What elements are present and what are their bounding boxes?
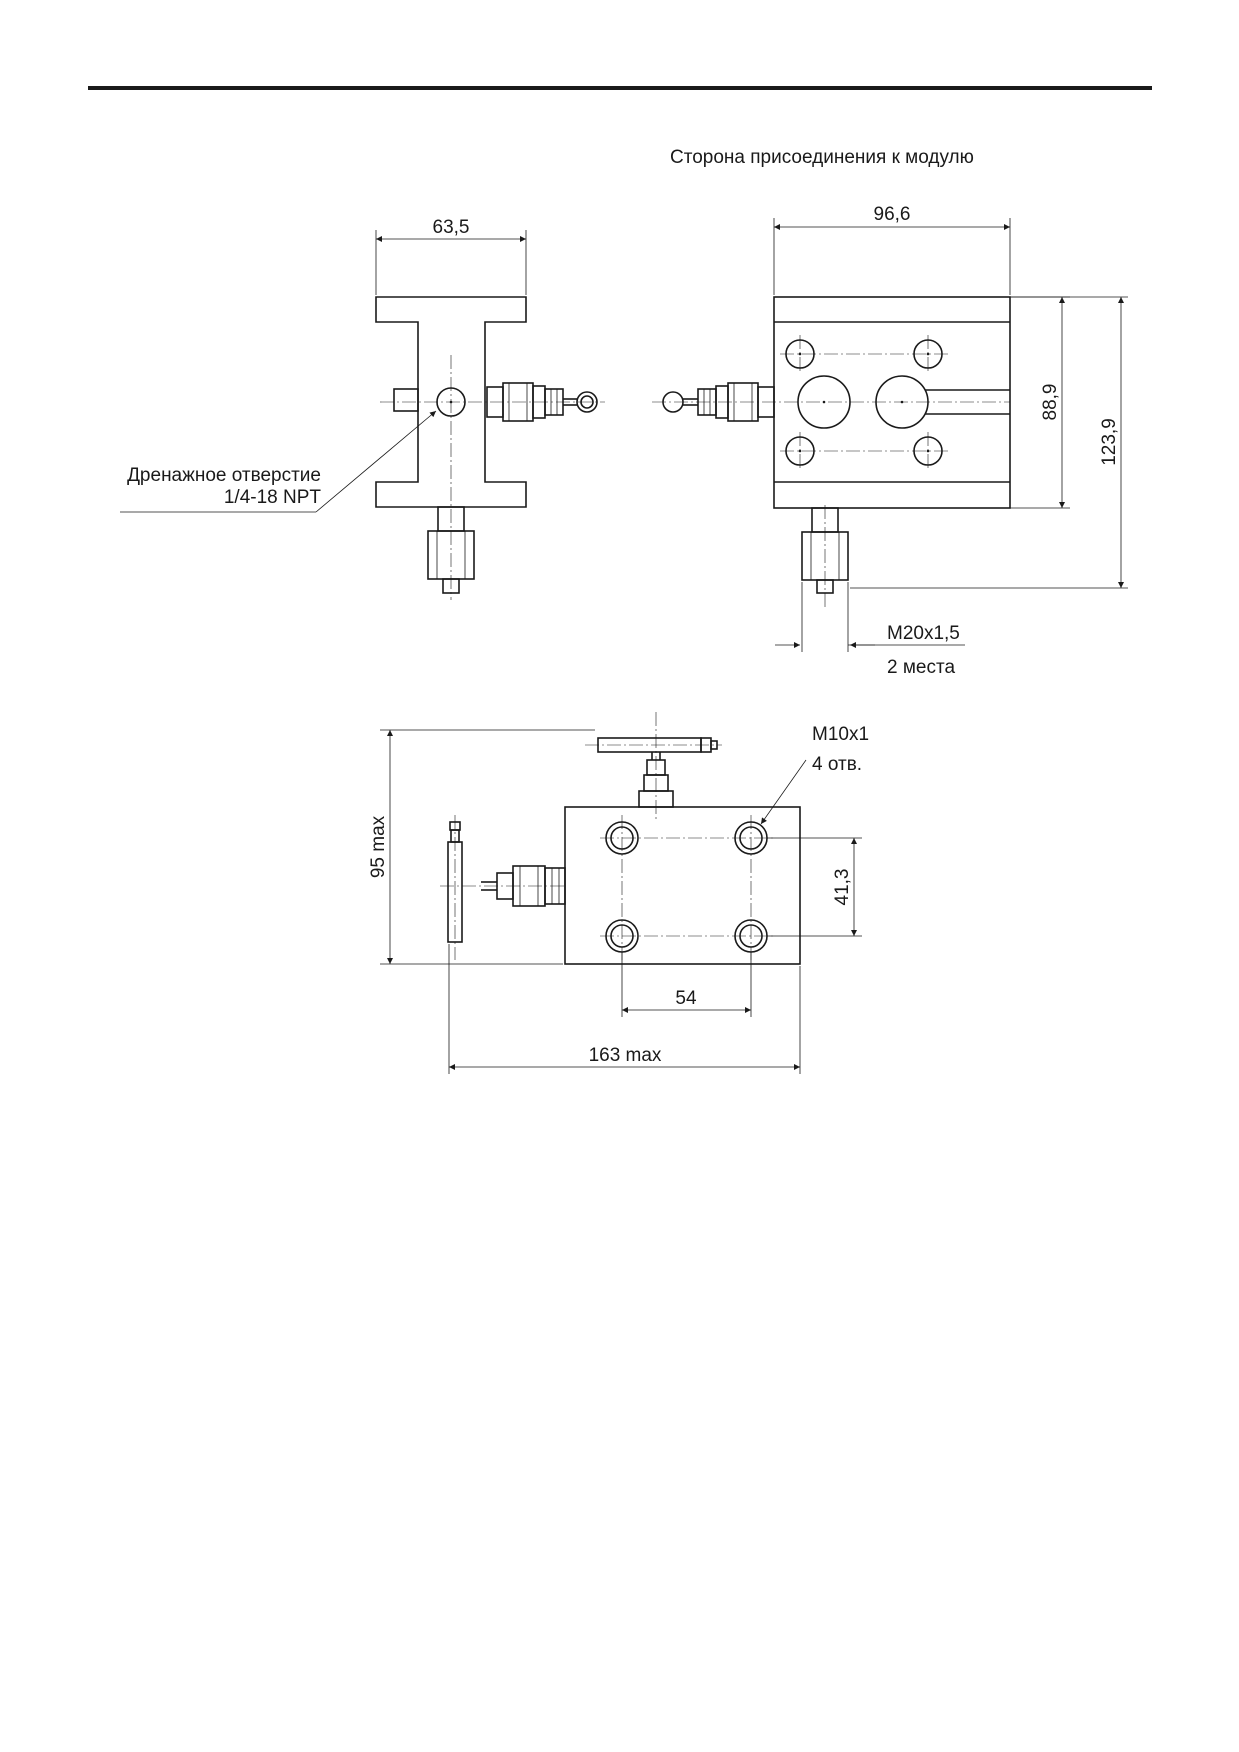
- front-view: 96,6 88,9 123,9 M20x1,5 2 места: [652, 204, 1128, 678]
- dim-top-height: 95 max: [368, 815, 389, 878]
- dim-top-length: 163 max: [589, 1045, 662, 1066]
- dim-top-hole-h-spacing: 54: [675, 988, 697, 1009]
- side-plug: [393, 388, 419, 412]
- dim-front-width: 96,6: [874, 204, 911, 225]
- drain-label-line2: 1/4-18 NPT: [224, 487, 322, 508]
- dim-thread-outlet: M20x1,5: [887, 623, 960, 644]
- drain-leader: [315, 410, 437, 513]
- dim-front-height: 123,9: [1099, 418, 1120, 466]
- bolt-leader: [760, 759, 807, 825]
- dim-bolt-thread: M10x1: [812, 724, 869, 745]
- dim-front-hole-spacing: 88,9: [1040, 384, 1061, 421]
- dim-top-hole-v-spacing: 41,3: [832, 869, 853, 906]
- dim-bolt-qty: 4 отв.: [812, 754, 862, 775]
- side-view: 63,5 Дренажное отверстие 1/4-18 NPT: [120, 217, 605, 600]
- drain-label-line1: Дренажное отверстие: [127, 465, 321, 486]
- dim-thread-outlet-qty: 2 места: [887, 657, 955, 678]
- page-title: Сторона присоединения к модулю: [670, 147, 974, 168]
- side-view-body: [375, 296, 527, 508]
- top-view: 95 max 41,3 54 163 max M10x1 4 отв.: [368, 712, 869, 1074]
- dim-side-width: 63,5: [433, 217, 470, 238]
